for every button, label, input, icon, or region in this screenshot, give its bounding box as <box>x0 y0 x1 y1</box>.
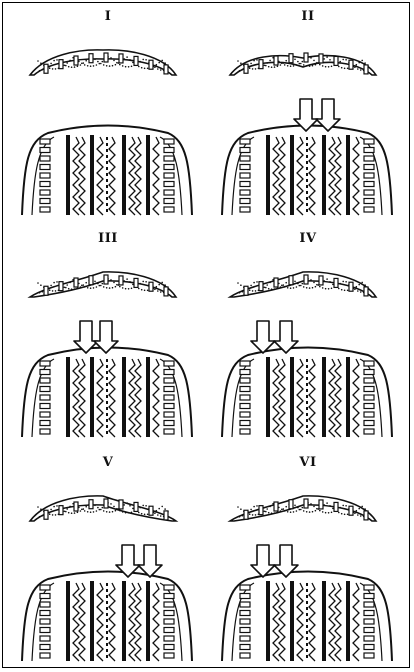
panel-5: V <box>8 449 208 667</box>
tire-illustration <box>208 3 408 221</box>
tire-illustration <box>208 225 408 443</box>
wear-arrow <box>251 545 275 577</box>
tread-face <box>222 126 392 216</box>
tire-illustration <box>8 225 208 443</box>
tire-illustration <box>208 449 408 667</box>
tire-illustration <box>8 3 208 221</box>
tread-profile <box>30 272 176 297</box>
tire-illustration <box>8 449 208 667</box>
tread-profile <box>30 50 176 75</box>
panel-6: VI <box>208 449 408 667</box>
wear-arrow <box>251 321 275 353</box>
tread-face <box>22 348 192 438</box>
tread-face <box>22 572 192 662</box>
panel-2: II <box>208 3 408 221</box>
panel-1: I <box>8 3 208 221</box>
tread-profile <box>230 53 376 75</box>
diagram-frame: I II III IV V VI <box>2 2 410 668</box>
tread-profile <box>230 272 376 297</box>
tread-face <box>22 126 192 216</box>
wear-arrow <box>138 545 162 577</box>
panel-4: IV <box>208 225 408 443</box>
tread-profile <box>30 496 176 521</box>
panel-3: III <box>8 225 208 443</box>
tread-face <box>222 348 392 438</box>
tread-face <box>222 572 392 662</box>
tread-profile <box>230 496 376 521</box>
